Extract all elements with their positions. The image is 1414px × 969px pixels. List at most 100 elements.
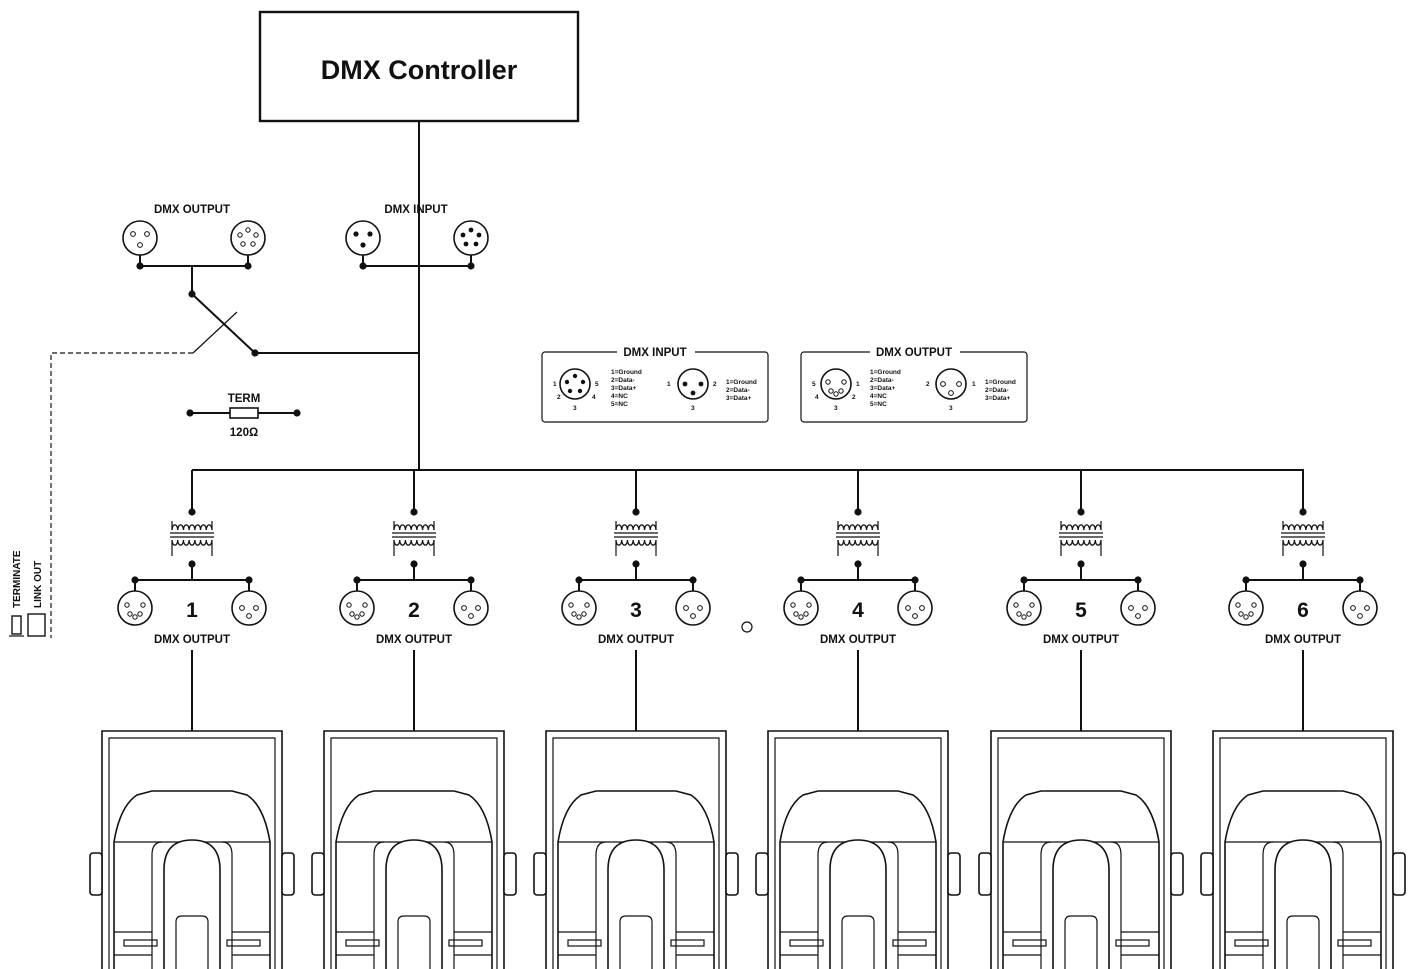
output-label: DMX OUTPUT [1265, 634, 1341, 646]
transformer-icon [614, 521, 658, 556]
moving-head-fixture-icon [1200, 730, 1406, 969]
pinout-input-box: DMX INPUT 1 2 3 4 5 1=Ground 2=Data- 3=D… [541, 345, 769, 423]
pin-label: 2 [557, 394, 561, 401]
pin-label: 1 [972, 381, 976, 388]
pin-label: 2 [713, 381, 717, 388]
xlr5-output-connector-icon [561, 590, 597, 626]
dmx-controller: DMX Controller [258, 10, 580, 123]
transformer-icon [170, 521, 214, 556]
pin-label: 5 [595, 381, 599, 388]
moving-head-fixture-icon [755, 730, 961, 969]
pinout-line: 1=Ground [870, 369, 901, 376]
pinout-line: 1=Ground [611, 369, 642, 376]
output-label: DMX OUTPUT [820, 634, 896, 646]
xlr3-connector-icon [122, 220, 158, 256]
top-input-label: DMX INPUT [384, 204, 447, 216]
top-input-connectors: DMX INPUT [345, 204, 489, 270]
pin-label: 4 [815, 394, 819, 401]
pin-label: 1 [856, 381, 860, 388]
xlr3-pinout-out-icon [935, 368, 967, 400]
pin-label: 2 [926, 381, 930, 388]
pin-label: 3 [691, 405, 695, 412]
pin-label: 2 [852, 394, 856, 401]
pinout-line: 2=Data- [870, 377, 894, 384]
output-label: DMX OUTPUT [376, 634, 452, 646]
pinout-line: 4=NC [870, 393, 887, 400]
xlr3-pinout-icon [677, 368, 709, 400]
pinout-line: 4=NC [611, 393, 628, 400]
link-out-switch-icon [27, 613, 46, 637]
pinout-line: 2=Data- [985, 387, 1009, 394]
pinout-line: 1=Ground [985, 379, 1016, 386]
pin-label: 4 [592, 394, 596, 401]
mounting-hole-icon [741, 621, 753, 633]
transformer-icon [392, 521, 436, 556]
moving-head-fixture-icon [311, 730, 517, 969]
xlr3-output-connector-icon [231, 590, 267, 626]
xlr5-output-connector-icon [117, 590, 153, 626]
top-output-label: DMX OUTPUT [154, 204, 230, 216]
xlr5-pinout-icon [559, 368, 591, 400]
pinout-line: 3=Data+ [726, 395, 751, 402]
output-number: 5 [1075, 599, 1087, 622]
output-number: 3 [630, 599, 642, 622]
xlr5-output-connector-icon [339, 590, 375, 626]
xlr5-output-connector-icon [783, 590, 819, 626]
moving-head-fixture-icon [978, 730, 1184, 969]
xlr3-output-connector-icon [1342, 590, 1378, 626]
output-number: 1 [186, 599, 198, 622]
controller-title: DMX Controller [321, 55, 518, 85]
output-number: 6 [1297, 599, 1309, 622]
transformer-icon [1281, 521, 1325, 556]
top-output-connectors: DMX OUTPUT [122, 204, 266, 298]
termination-switch [50, 293, 419, 638]
terminate-label: TERMINATE [12, 550, 23, 608]
pinout-line: 2=Data- [726, 387, 750, 394]
pinout-output-title: DMX OUTPUT [876, 347, 952, 359]
xlr5-connector-icon [230, 220, 266, 256]
xlr5-output-connector-icon [1006, 590, 1042, 626]
pin-label: 3 [949, 405, 953, 412]
terminate-switch-icon [11, 615, 22, 635]
pinout-line: 2=Data- [611, 377, 635, 384]
output-label: DMX OUTPUT [154, 634, 230, 646]
pin-label: 3 [573, 405, 577, 412]
pin-label: 1 [667, 381, 671, 388]
pin-label: 5 [812, 381, 816, 388]
xlr3-input-connector-icon [345, 220, 381, 256]
moving-head-fixture-icon [533, 730, 739, 969]
moving-head-fixture-icon [89, 730, 295, 969]
pinout-line: 5=NC [611, 401, 628, 408]
xlr3-output-connector-icon [675, 590, 711, 626]
xlr5-output-connector-icon [1228, 590, 1264, 626]
pin-label: 3 [834, 405, 838, 412]
pin-label: 1 [553, 381, 557, 388]
pinout-line: 3=Data+ [985, 395, 1010, 402]
pinout-line: 1=Ground [726, 379, 757, 386]
pinout-line: 3=Data+ [870, 385, 895, 392]
output-number: 2 [408, 599, 420, 622]
output-number: 4 [852, 599, 864, 622]
xlr3-output-connector-icon [1120, 590, 1156, 626]
link-out-label: LINK OUT [33, 561, 44, 608]
pinout-line: 5=NC [870, 401, 887, 408]
xlr5-input-connector-icon [453, 220, 489, 256]
output-label: DMX OUTPUT [598, 634, 674, 646]
xlr5-pinout-out-icon [820, 368, 852, 400]
terminator-label: TERM [228, 393, 261, 405]
terminator-resistor: TERM 120Ω [186, 393, 301, 439]
output-label: DMX OUTPUT [1043, 634, 1119, 646]
pinout-output-box: DMX OUTPUT 5 1 4 2 3 1=Ground 2=Data- 3=… [800, 345, 1028, 423]
pinout-input-title: DMX INPUT [623, 347, 686, 359]
xlr3-output-connector-icon [453, 590, 489, 626]
transformer-icon [836, 521, 880, 556]
xlr3-output-connector-icon [897, 590, 933, 626]
